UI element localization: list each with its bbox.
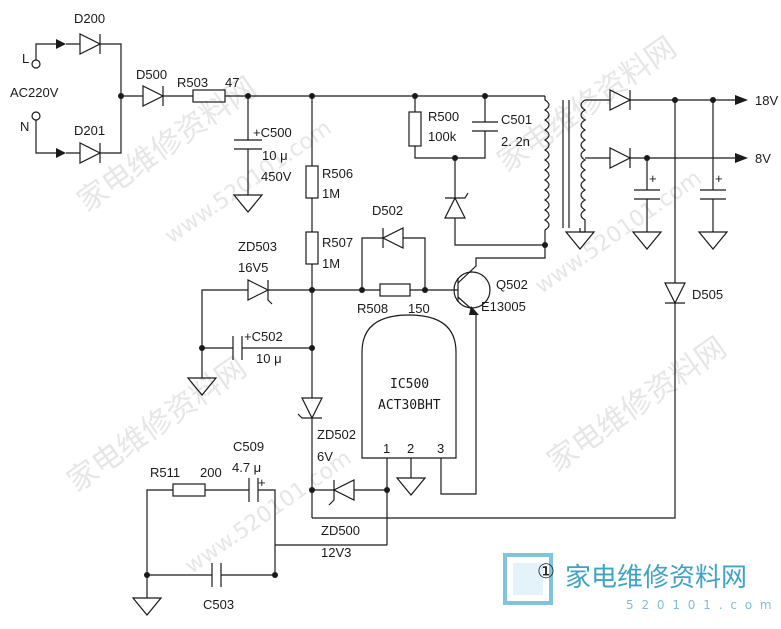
label-r500: R500 — [428, 109, 460, 124]
label-zd502v: 6V — [317, 449, 333, 464]
resistor-r506 — [305, 165, 319, 199]
label-18v: 18V — [755, 93, 779, 108]
ground-sec — [564, 231, 596, 250]
label-r508: R508 — [357, 301, 389, 316]
label-c509v: 4.7 μ — [232, 460, 262, 475]
label-c500w: 450V — [261, 169, 292, 184]
arrow-d201 — [56, 148, 66, 158]
label-d505: D505 — [692, 287, 724, 302]
ground-3 — [131, 597, 163, 616]
diode-18v — [609, 89, 632, 111]
diode-d505 — [664, 282, 686, 305]
label-zd503v: 16V5 — [238, 260, 269, 275]
label-c501: C501 — [501, 112, 533, 127]
label-zd500: ZD500 — [321, 523, 361, 538]
logo-url: 5 2 0 1 0 1 . c o m — [626, 598, 774, 612]
label-c502: +C502 — [244, 329, 283, 344]
logo-title: 家电维修资料网 — [565, 563, 748, 593]
zener-snubber — [444, 196, 466, 219]
label-r511: R511 — [150, 465, 181, 480]
label-pin3: 3 — [437, 441, 445, 456]
label-r511v: 200 — [200, 465, 222, 480]
resistor-r500 — [408, 111, 422, 147]
resistor-r507 — [305, 231, 319, 265]
label-zd503: ZD503 — [238, 239, 278, 254]
ground-ic — [395, 477, 427, 496]
diode-d200 — [79, 33, 102, 55]
label-d500: D500 — [136, 67, 168, 82]
diode-d201 — [79, 142, 102, 164]
ground-1 — [232, 194, 264, 213]
resistor-r511 — [172, 483, 206, 497]
label-l: L — [22, 51, 30, 66]
label-r500v: 100k — [428, 129, 457, 144]
label-r506: R506 — [322, 166, 354, 181]
label-q502v: E13005 — [481, 299, 526, 314]
label-n: N — [20, 119, 30, 134]
label-zd500v: 12V3 — [321, 545, 352, 560]
diode-d500 — [142, 85, 165, 107]
label-pin1: 1 — [383, 441, 391, 456]
label-zd502: ZD502 — [317, 427, 357, 442]
label-ac: AC220V — [10, 85, 59, 100]
label-plus-18v: + — [715, 171, 723, 186]
label-plus-8v: + — [649, 171, 657, 186]
label-d200: D200 — [74, 11, 106, 26]
primary-winding — [543, 96, 550, 245]
label-r503: R503 — [177, 75, 209, 90]
diode-d502 — [381, 227, 404, 249]
label-c500: +C500 — [253, 125, 292, 140]
label-c501v: 2. 2n — [501, 134, 530, 149]
ground-2 — [186, 377, 218, 396]
arrow-8v — [735, 153, 748, 163]
label-figure: ① — [537, 561, 555, 583]
label-r506v: 1M — [322, 186, 341, 201]
label-pin2: 2 — [407, 441, 415, 456]
terminal-n — [31, 111, 41, 121]
label-c509-plus: + — [258, 475, 266, 490]
resistor-r503 — [192, 89, 226, 103]
resistor-r508 — [379, 283, 411, 297]
label-r507: R507 — [322, 235, 354, 250]
terminal-l — [31, 59, 41, 69]
arrow-d200 — [56, 39, 66, 49]
label-r507v: 1M — [322, 256, 341, 271]
label-c500v: 10 μ — [262, 148, 288, 163]
label-c509: C509 — [233, 439, 265, 454]
label-ic: IC500 — [390, 377, 430, 392]
label-d201: D201 — [74, 123, 106, 138]
label-c503: C503 — [203, 597, 235, 612]
zener-zd503 — [247, 279, 270, 301]
label-r503v: 47 — [225, 75, 240, 90]
ic-ic500 — [361, 314, 457, 459]
arrow-18v — [735, 95, 748, 105]
diode-8v — [609, 147, 632, 169]
label-r508v: 150 — [408, 301, 430, 316]
label-c502v: 10 μ — [256, 351, 282, 366]
label-icv: ACT30BHT — [378, 398, 441, 413]
logo-frame — [503, 553, 553, 605]
label-q502: Q502 — [496, 277, 528, 292]
zener-zd502 — [301, 397, 323, 420]
zener-zd500 — [332, 479, 355, 501]
secondary-winding — [580, 99, 587, 232]
label-8v: 8V — [755, 151, 771, 166]
label-d502: D502 — [372, 203, 404, 218]
